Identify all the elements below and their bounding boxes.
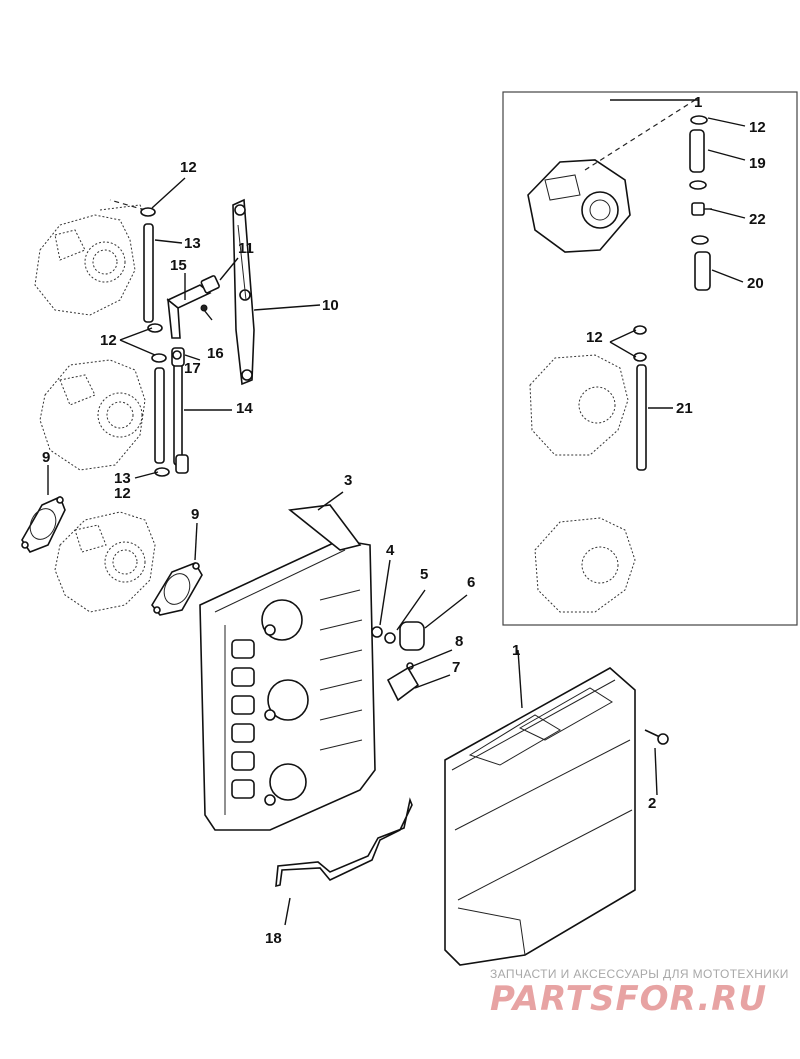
gasket-9-right — [151, 562, 203, 616]
wire-18 — [275, 797, 413, 888]
callout-15: 15 — [170, 257, 187, 274]
fitting-22 — [691, 202, 712, 216]
callout-1-inset: 1 — [694, 94, 702, 111]
throttle-lever-15 — [166, 284, 212, 339]
link-rod-13-lower — [151, 353, 170, 477]
callout-12-inset-a: 12 — [749, 119, 766, 136]
watermark-brand: PARTSFOR.RU — [490, 979, 767, 1019]
link-bar-10 — [232, 198, 255, 386]
inset-carburetor — [527, 99, 696, 253]
washer-4 — [371, 626, 383, 638]
callout-3: 3 — [344, 472, 352, 489]
clamp-12-b — [689, 180, 707, 190]
callout-12-b: 12 — [100, 332, 117, 349]
callout-13-b: 13 — [114, 470, 131, 487]
nut-5 — [384, 632, 396, 644]
callout-2: 2 — [648, 795, 656, 812]
hose-20 — [694, 251, 711, 291]
callout-7: 7 — [452, 659, 460, 676]
gasket-9-left — [21, 495, 66, 553]
callout-17: 17 — [184, 360, 201, 377]
clamp-12-e — [633, 352, 647, 362]
callout-9-a: 9 — [42, 449, 50, 466]
clamp-12-c — [691, 235, 709, 245]
leader-lines — [47, 99, 746, 926]
callout-5: 5 — [420, 566, 428, 583]
callout-18: 18 — [265, 930, 282, 947]
cover-1 — [444, 667, 636, 966]
intake-manifold-3 — [199, 504, 376, 831]
watermark-caption: ЗАПЧАСТИ И АКСЕССУАРЫ ДЛЯ МОТОТЕХНИКИ — [490, 967, 789, 981]
hose-19 — [689, 129, 705, 173]
hose-21 — [636, 364, 647, 471]
callout-8: 8 — [455, 633, 463, 650]
callout-10: 10 — [322, 297, 339, 314]
callout-14: 14 — [236, 400, 253, 417]
ghost-carburetor-middle — [39, 359, 146, 471]
ghost-carburetor-top — [34, 204, 146, 316]
inset-frame — [502, 91, 798, 626]
callout-4: 4 — [386, 542, 395, 559]
callout-20: 20 — [747, 275, 764, 292]
screw-2 — [644, 729, 669, 745]
link-rod-14 — [171, 347, 189, 474]
callout-12-a: 12 — [180, 159, 197, 176]
cover-7 — [386, 666, 420, 702]
callout-11: 11 — [238, 240, 254, 257]
callout-22: 22 — [749, 211, 766, 228]
leader-12-inset-v — [609, 329, 637, 358]
callout-16: 16 — [207, 345, 224, 362]
plug-6 — [399, 621, 425, 651]
callout-13-a: 13 — [184, 235, 201, 252]
callout-9-b: 9 — [191, 506, 199, 523]
callout-6: 6 — [467, 574, 475, 591]
inset-ghost-carb-middle — [529, 354, 629, 456]
washer-17 — [172, 350, 182, 360]
callout-1: 1 — [512, 642, 520, 659]
callout-21: 21 — [676, 400, 693, 417]
callout-12-c: 12 — [114, 485, 131, 502]
clamp-12-d — [633, 325, 647, 335]
ghost-carburetor-bottom — [54, 511, 156, 613]
callout-12-inset-b: 12 — [586, 329, 603, 346]
bushing-11 — [200, 275, 220, 294]
leader-12-v — [119, 327, 156, 356]
inset-ghost-carb-bottom — [534, 517, 636, 613]
link-rod-13-upper — [140, 207, 163, 333]
callout-19: 19 — [749, 155, 766, 172]
clamp-12-top — [690, 115, 708, 125]
